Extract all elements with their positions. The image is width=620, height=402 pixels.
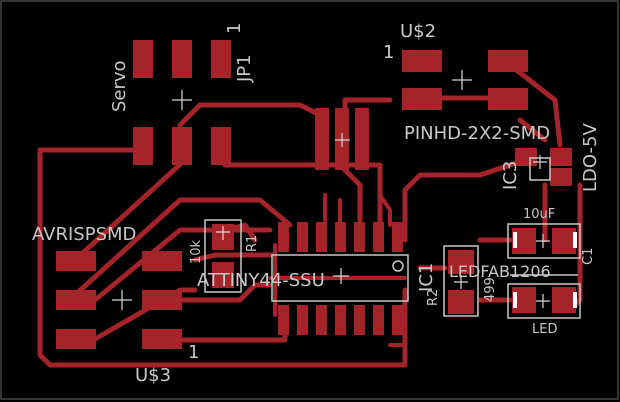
- traces: [37, 62, 583, 368]
- r2-label: R2: [426, 289, 441, 306]
- avrisp-pad: [142, 251, 182, 271]
- attiny-pin: [335, 222, 346, 252]
- avrisp-pad: [142, 290, 182, 310]
- servo-label: Servo: [109, 60, 130, 112]
- attiny-pin: [373, 222, 384, 252]
- attiny-pin: [392, 222, 403, 252]
- jp1-pin1-label: 1: [224, 23, 245, 34]
- u2-label: U$2: [400, 21, 436, 42]
- attiny-pin: [392, 305, 403, 335]
- labels: Servo JP1 1 U$2 1 PINHD-2X2-SMD IC3 LDO-…: [32, 21, 601, 386]
- attiny-pin: [354, 222, 365, 252]
- r2-outline: [443, 245, 479, 317]
- avrisp-pad: [56, 251, 96, 271]
- c1-label: C1: [581, 248, 596, 265]
- r2-value-label: 499: [483, 277, 498, 302]
- ledfab-label: LEDFAB1206: [449, 262, 551, 281]
- u3-pin1-label: 1: [188, 342, 199, 363]
- attiny-pin: [297, 305, 308, 335]
- led-pad: [552, 287, 576, 313]
- attiny-pin: [354, 305, 365, 335]
- attiny-outline: [271, 254, 409, 302]
- avrisp-pad: [56, 290, 96, 310]
- jp1-pad: [133, 127, 153, 165]
- attiny-pin: [278, 222, 289, 252]
- u3-label: U$3: [135, 365, 171, 386]
- r1-outline: [204, 219, 242, 293]
- attiny-label: ATTINY44-SSU: [197, 270, 325, 291]
- led-outline: [507, 283, 581, 319]
- attiny-pin: [335, 305, 346, 335]
- attiny-pin: [316, 222, 327, 252]
- u2-pad: [402, 50, 442, 72]
- ldo-pad: [550, 148, 572, 166]
- attiny-pin: [373, 305, 384, 335]
- c1-outline: [507, 223, 581, 259]
- u2-pad: [402, 88, 442, 110]
- ic3-pad: [355, 108, 369, 170]
- avrisp-pad: [142, 329, 182, 349]
- r2-pad: [448, 290, 474, 314]
- jp1-label: JP1: [234, 54, 255, 83]
- ic3-pad: [315, 108, 329, 170]
- jp1-pad: [211, 40, 231, 78]
- c1-pad: [552, 228, 576, 254]
- attiny-pin: [297, 222, 308, 252]
- r1-label: R1: [245, 235, 260, 252]
- jp1-pad: [172, 127, 192, 165]
- r1-pad: [212, 262, 234, 288]
- silkscreen: [204, 157, 581, 319]
- ic1-label: IC1: [416, 263, 437, 292]
- u2-pin1-label: 1: [383, 42, 394, 63]
- ic3-label: IC3: [500, 161, 521, 190]
- r1-value-label: 10k: [189, 239, 204, 264]
- attiny-pin: [278, 305, 289, 335]
- r2-pad: [448, 250, 474, 274]
- ldo-label: LDO-5V: [580, 122, 601, 192]
- pads: [56, 40, 576, 349]
- origin-markers: [112, 70, 550, 310]
- ldo-pad: [550, 168, 572, 186]
- pinhd-label: PINHD-2X2-SMD: [404, 123, 550, 144]
- jp1-pad: [172, 40, 192, 78]
- attiny-pin: [316, 305, 327, 335]
- avrisp-label: AVRISPSMD: [32, 224, 136, 245]
- led-label: LED: [532, 322, 557, 337]
- u2-pad: [488, 88, 528, 110]
- cap-value-label: 10uF: [523, 207, 555, 222]
- avrisp-pad: [56, 329, 96, 349]
- ldo-pad: [515, 148, 537, 166]
- jp1-pad: [211, 127, 231, 165]
- jp1-pad: [133, 40, 153, 78]
- u2-pad: [488, 50, 528, 72]
- attiny-pin1-mark: [392, 260, 404, 272]
